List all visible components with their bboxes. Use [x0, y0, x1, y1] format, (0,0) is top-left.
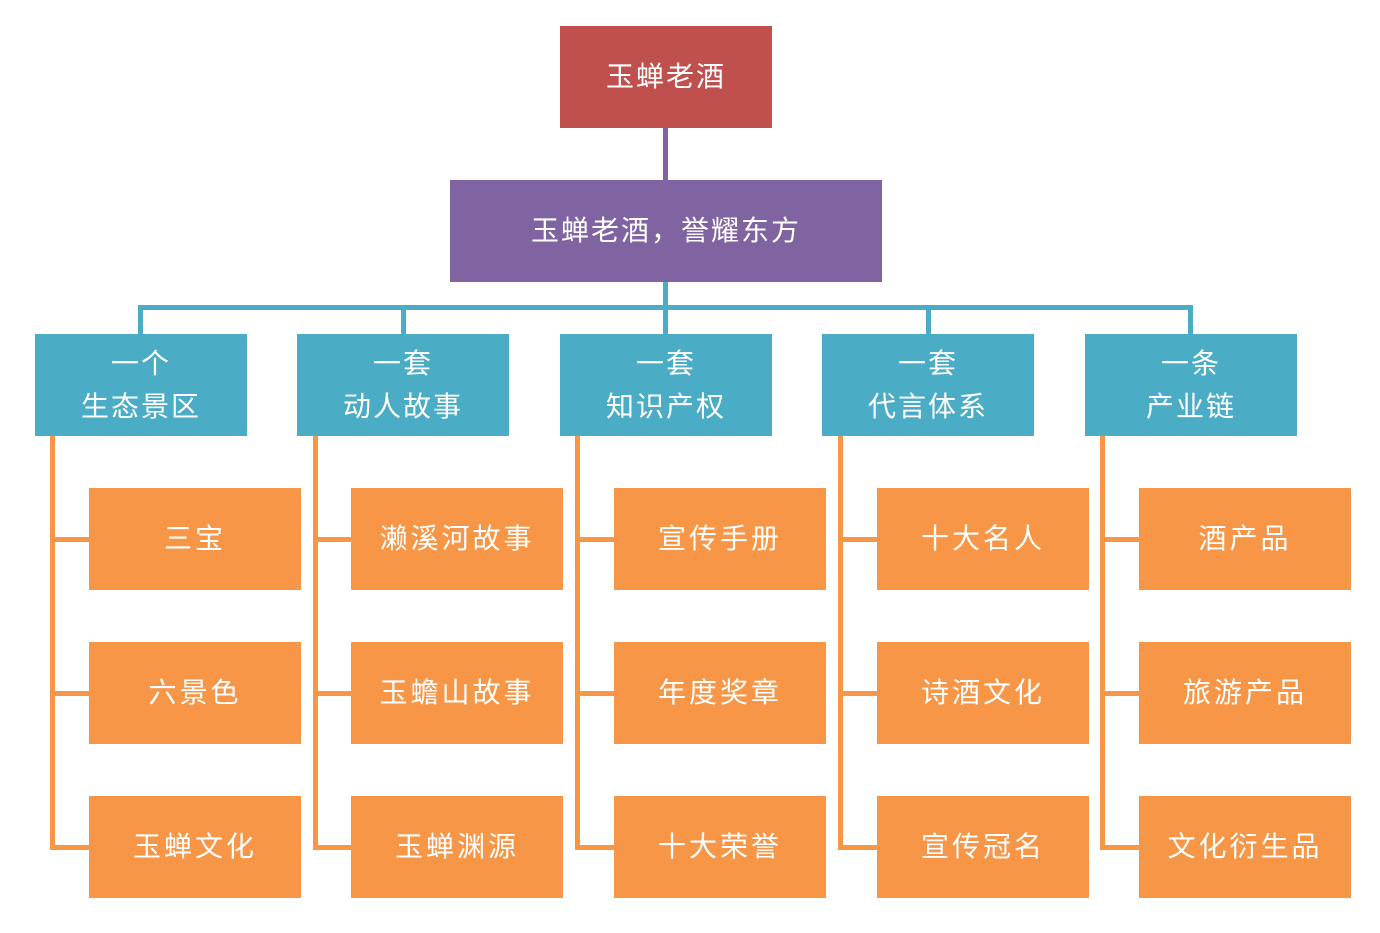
leaf-label: 宣传手册 [657, 522, 782, 556]
leaf-label: 年度奖章 [657, 676, 782, 710]
leaf-branch-1-3 [50, 845, 89, 850]
category-line2: 产业链 [1145, 390, 1236, 423]
category-node-5: 一条 产业链 [1085, 334, 1297, 436]
leaf-label: 文化衍生品 [1167, 830, 1323, 864]
leaf-label: 玉蝉文化 [132, 830, 257, 864]
leaf-branch-1-2 [50, 691, 89, 696]
category-node-1: 一个 生态景区 [35, 334, 247, 436]
leaf-node: 六景色 [89, 642, 301, 744]
leaf-branch-5-2 [1100, 691, 1139, 696]
leaf-node: 十大名人 [877, 488, 1089, 590]
category-drop-1 [138, 305, 143, 334]
category-line2: 生态景区 [80, 390, 201, 423]
leaf-label: 三宝 [163, 522, 226, 556]
root-label: 玉蝉老酒 [605, 60, 726, 94]
category-line1: 一套 [372, 346, 433, 380]
category-drop-5 [1188, 305, 1193, 334]
leaf-node: 濑溪河故事 [351, 488, 563, 590]
category-line2: 动人故事 [342, 390, 463, 423]
category-drop-2 [401, 305, 406, 334]
leaf-node: 酒产品 [1139, 488, 1351, 590]
category-line1: 一条 [1160, 346, 1221, 380]
leaf-node: 宣传冠名 [877, 796, 1089, 898]
root-to-slogan-connector [663, 128, 668, 180]
leaf-label: 十大荣誉 [657, 830, 782, 864]
category-drop-4 [926, 305, 931, 334]
leaf-branch-3-1 [575, 537, 614, 542]
leaf-spine-2 [313, 436, 318, 849]
leaf-label: 玉蝉渊源 [394, 830, 519, 864]
leaf-label: 宣传冠名 [920, 830, 1045, 864]
leaf-node: 宣传手册 [614, 488, 826, 590]
leaf-spine-4 [838, 436, 843, 849]
leaf-node: 十大荣誉 [614, 796, 826, 898]
leaf-spine-3 [575, 436, 580, 849]
category-line1: 一个 [110, 346, 171, 380]
leaf-branch-3-3 [575, 845, 614, 850]
leaf-label: 十大名人 [920, 522, 1045, 556]
leaf-branch-4-2 [838, 691, 877, 696]
leaf-node: 旅游产品 [1139, 642, 1351, 744]
leaf-label: 六景色 [148, 676, 242, 710]
leaf-label: 酒产品 [1198, 522, 1292, 556]
category-line2: 知识产权 [605, 390, 726, 423]
leaf-label: 玉蟾山故事 [379, 676, 535, 710]
leaf-node: 三宝 [89, 488, 301, 590]
leaf-node: 玉蝉文化 [89, 796, 301, 898]
category-line2: 代言体系 [867, 390, 988, 423]
leaf-branch-2-2 [313, 691, 351, 696]
leaf-node: 文化衍生品 [1139, 796, 1351, 898]
leaf-node: 诗酒文化 [877, 642, 1089, 744]
leaf-branch-4-1 [838, 537, 877, 542]
category-line1: 一套 [635, 346, 696, 380]
category-line1: 一套 [897, 346, 958, 380]
leaf-label: 旅游产品 [1182, 676, 1307, 710]
leaf-label: 诗酒文化 [920, 676, 1045, 710]
category-node-2: 一套 动人故事 [297, 334, 509, 436]
leaf-branch-1-1 [50, 537, 89, 542]
leaf-node: 年度奖章 [614, 642, 826, 744]
category-node-4: 一套 代言体系 [822, 334, 1034, 436]
leaf-branch-5-1 [1100, 537, 1139, 542]
slogan-label: 玉蝉老酒，誉耀东方 [530, 214, 801, 248]
leaf-node: 玉蟾山故事 [351, 642, 563, 744]
leaf-spine-5 [1100, 436, 1105, 849]
leaf-spine-1 [50, 436, 55, 849]
leaf-node: 玉蝉渊源 [351, 796, 563, 898]
leaf-branch-4-3 [838, 845, 877, 850]
slogan-node: 玉蝉老酒，誉耀东方 [450, 180, 882, 282]
leaf-branch-3-2 [575, 691, 614, 696]
leaf-branch-2-1 [313, 537, 351, 542]
leaf-label: 濑溪河故事 [379, 522, 535, 556]
leaf-branch-2-3 [313, 845, 351, 850]
leaf-branch-5-3 [1100, 845, 1139, 850]
root-node: 玉蝉老酒 [560, 26, 772, 128]
category-bus-connector [138, 305, 1193, 310]
category-node-3: 一套 知识产权 [560, 334, 772, 436]
